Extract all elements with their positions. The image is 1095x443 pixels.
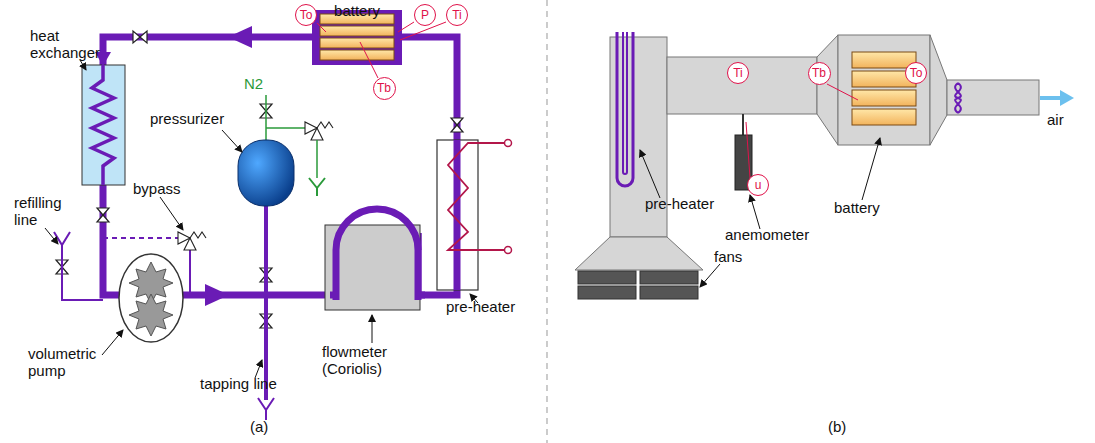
sensor-circle: To (905, 62, 927, 84)
sensor-label: Tb (812, 67, 826, 80)
sensor-circle: Tb (808, 62, 831, 85)
sensor-label: Ti (733, 67, 743, 80)
part-label: battery (834, 199, 880, 216)
part-label: refilling line (14, 194, 79, 228)
part-label: pressurizer (150, 110, 224, 127)
part-label: (a) (250, 418, 268, 435)
part-label: air (1047, 111, 1064, 128)
sensor-label: To (910, 67, 923, 80)
part-label: anemometer (725, 226, 809, 243)
sensor-label: Ti (452, 9, 462, 22)
sensor-label: u (755, 179, 762, 192)
sensor-label: P (421, 9, 429, 22)
part-label: tapping line (200, 375, 280, 392)
sensor-circle: Tb (373, 77, 396, 100)
part-label: volumetric pump (28, 345, 128, 379)
part-label: pre-heater (645, 195, 714, 212)
sensor-label: To (300, 9, 313, 22)
sensor-circle: P (414, 4, 436, 26)
part-label: N2 (244, 75, 263, 92)
part-label: pre-heater (446, 298, 515, 315)
sensor-circle: Ti (727, 62, 749, 84)
part-label: fans (714, 248, 742, 265)
sensor-circle: u (747, 174, 769, 196)
part-label: flowmeter (Coriolis) (322, 343, 422, 377)
part-label: (b) (828, 418, 846, 435)
sensor-circle: Ti (446, 4, 468, 26)
part-label: heat exchanger (30, 27, 108, 61)
part-label: battery (334, 2, 380, 19)
sensor-label: Tb (377, 82, 391, 95)
sensor-circle: To (295, 4, 317, 26)
part-label: bypass (133, 180, 181, 197)
